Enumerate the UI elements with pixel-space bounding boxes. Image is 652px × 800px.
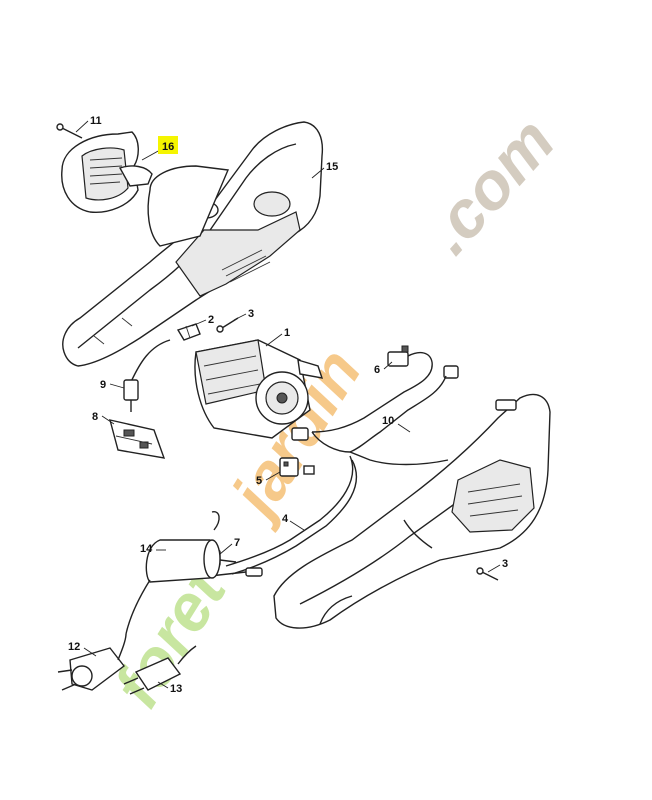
- callout-15: 15: [326, 161, 338, 173]
- callout-11: 11: [90, 115, 102, 127]
- part-15-housing-shell: [62, 121, 324, 367]
- part-11-screw: [56, 123, 83, 139]
- part-16-front-cover: [61, 131, 153, 213]
- callout-labels: 16 11 15 2 3 1 9 8 6 10 5 4 7 14 3 12 13: [68, 115, 508, 695]
- callout-8: 8: [92, 411, 98, 423]
- callout-4: 4: [282, 513, 289, 525]
- callout-9: 9: [100, 379, 106, 391]
- part-14-cable-sleeve: [125, 511, 221, 635]
- part-10-wire-harness: [291, 361, 449, 466]
- part-1-motor: [194, 339, 324, 439]
- callout-5: 5: [256, 475, 262, 487]
- main-saw-body: [273, 393, 551, 629]
- callout-12: 12: [68, 641, 80, 653]
- part-6-connector: [387, 345, 459, 379]
- callout-16-highlight: [158, 136, 178, 154]
- callout-2: 2: [208, 314, 214, 326]
- callout-14: 14: [140, 543, 153, 555]
- callout-10: 10: [382, 415, 394, 427]
- callout-16: 16: [162, 141, 174, 153]
- part-9-cable-switch: [123, 339, 171, 412]
- part-8-circuit-board: [109, 419, 166, 459]
- part-13-flat-plug: [123, 645, 197, 695]
- part-5-switch: [279, 457, 315, 477]
- callout-3-upper: 3: [248, 308, 254, 320]
- part-4-wire: [225, 455, 358, 575]
- part-3-screw-upper: [216, 317, 239, 333]
- part-2-bracket: [176, 323, 201, 341]
- part-3-screw-lower: [476, 567, 499, 581]
- watermark-com: .com: [410, 103, 568, 267]
- callout-3-lower: 3: [502, 558, 508, 570]
- callout-1: 1: [284, 327, 290, 339]
- callout-6: 6: [374, 364, 380, 376]
- callout-7: 7: [234, 537, 240, 549]
- callout-13: 13: [170, 683, 182, 695]
- leader-lines: [75, 120, 501, 689]
- part-12-euro-plug: [57, 633, 127, 691]
